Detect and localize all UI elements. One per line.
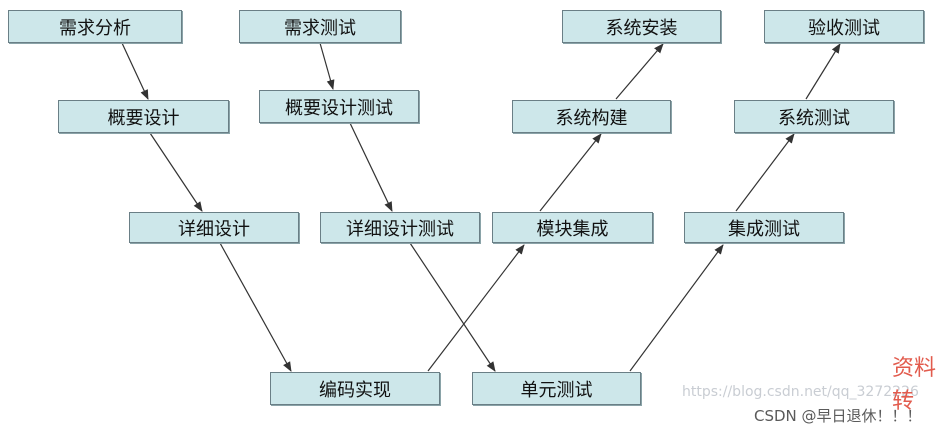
node-label: 系统安装 [605,17,678,39]
arrow-detailtest-to-unittest [409,242,496,372]
node-label: 模块集成 [536,218,609,240]
watermark-url: https://blog.csdn.net/qq_3272226 [682,384,919,400]
node-unit-test: 单元测试 [472,372,641,405]
node-system-install: 系统安装 [562,10,721,43]
arrow-module-to-sysbuild [539,133,602,212]
arrow-unittest-to-integration [629,244,724,372]
node-integration-test: 集成测试 [684,212,844,243]
node-label: 编码实现 [319,379,391,401]
node-label: 详细设计 [178,218,250,240]
node-label: 概要设计 [107,107,180,129]
node-detail-design: 详细设计 [129,212,299,243]
node-label: 需求分析 [59,17,131,39]
arrow-systest-to-acceptance [805,43,841,100]
watermark-red-line2: 转 [892,389,915,414]
arrow-outlinetest-to-detailtest [349,122,393,212]
node-label: 验收测试 [808,17,880,39]
arrow-reqtest-to-outlinetest [319,42,335,90]
node-detail-design-test: 详细设计测试 [320,212,480,243]
node-system-test: 系统测试 [734,100,894,133]
arrow-coding-to-module [427,244,525,372]
arrow-outline-to-detail [149,132,203,212]
node-label: 需求测试 [284,17,356,39]
node-requirement-analysis: 需求分析 [8,10,182,43]
node-acceptance-test: 验收测试 [764,10,924,43]
node-outline-design-test: 概要设计测试 [259,90,419,123]
arrow-detail-to-coding [219,242,292,372]
arrow-integration-to-systest [735,133,795,212]
arrow-req-to-outline [121,42,149,100]
node-module-integration: 模块集成 [492,212,653,243]
node-label: 系统构建 [555,107,628,129]
watermark-csdn: CSDN @早日退休！！！ [754,407,922,425]
node-coding: 编码实现 [270,372,440,405]
node-label: 概要设计测试 [285,97,393,119]
node-requirement-test: 需求测试 [239,10,401,43]
node-label: 单元测试 [520,379,593,401]
node-label: 集成测试 [728,218,800,240]
arrow-sysbuild-to-install [615,43,664,100]
node-label: 详细设计测试 [346,218,454,240]
node-label: 系统测试 [778,107,850,129]
node-system-build: 系统构建 [512,100,671,133]
node-outline-design: 概要设计 [58,100,229,133]
watermark-red-line1: 资料 [892,356,937,381]
